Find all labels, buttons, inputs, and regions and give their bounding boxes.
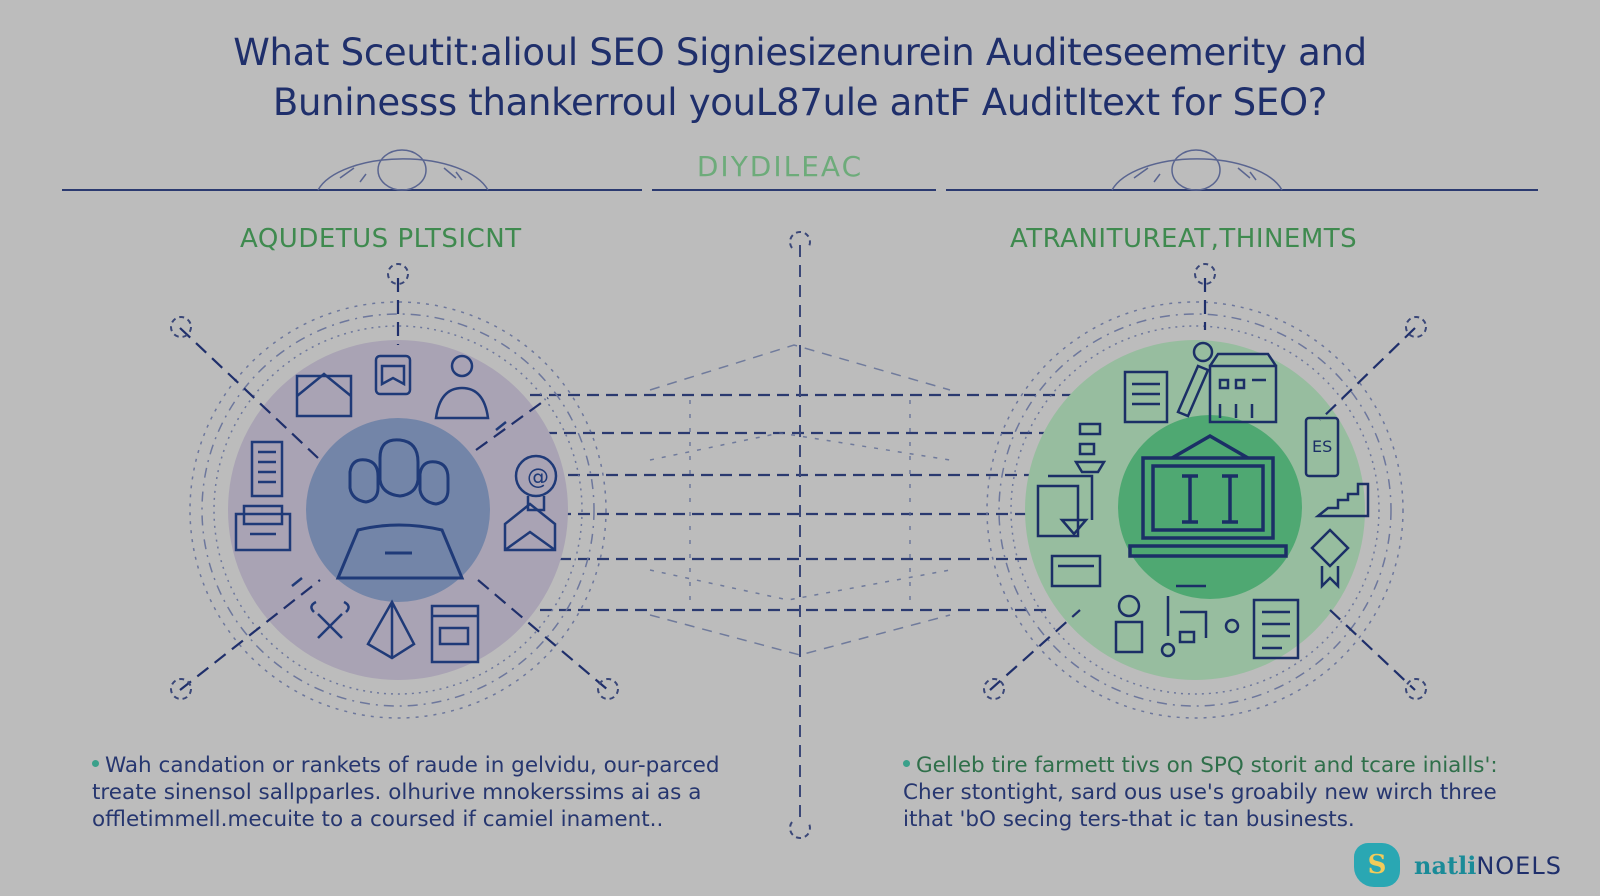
printer-icon	[234, 504, 292, 552]
bullet-dot-icon	[92, 759, 99, 767]
connector-lines	[530, 393, 1075, 612]
right-bullet-line-3: ithat 'bO secing ters-that ic tan busine…	[903, 807, 1355, 832]
infographic-title: What Sceutit:alioul SEO Signiesizenurein…	[0, 28, 1600, 128]
right-inner-circle	[1118, 415, 1302, 599]
browser-window-icon	[430, 604, 480, 664]
title-line-2: Buninesss thankerroul youL87ule antF Aud…	[272, 81, 1328, 124]
person-icon	[434, 354, 490, 420]
link-icon	[291, 421, 507, 587]
left-bullet-text: Wah candation or rankets of raude in gel…	[92, 752, 732, 833]
person-pin-icon	[1114, 594, 1144, 654]
center-label: DIYDILEAC	[696, 150, 864, 183]
sofa-icon	[1050, 554, 1102, 588]
right-bullet-text: Gelleb tire farmett tivs on SPQ storit a…	[903, 752, 1503, 833]
documents-icon	[1123, 370, 1169, 424]
phone-icon: ES	[1304, 416, 1340, 478]
left-cluster: @	[170, 263, 619, 719]
left-bullet-line-2: treate sinensol sallpparles. olhurive mn…	[92, 780, 702, 805]
dome-ornament-left-icon	[317, 149, 489, 191]
center-axis	[789, 231, 811, 839]
title-line-1: What Sceutit:alioul SEO Signiesizenurein…	[233, 31, 1367, 74]
center-hexagon-outline	[649, 344, 951, 656]
svg-text:@: @	[527, 465, 549, 490]
dome-ornament-right-icon	[1111, 149, 1283, 191]
book-shield-icon	[374, 354, 412, 396]
logo-text-a: natli	[1414, 850, 1477, 880]
logo-wordmark: natliNOELS	[1414, 851, 1562, 880]
circuit-icon	[1160, 584, 1240, 658]
logo-badge-icon: S	[1354, 843, 1400, 887]
folders-icon	[1036, 474, 1094, 538]
right-cluster: ES	[983, 263, 1427, 719]
bank-laptop-icon	[1128, 433, 1288, 558]
team-icon	[335, 438, 465, 580]
file-icon	[1252, 598, 1300, 660]
right-bullet-line-1: Gelleb tire farmett tivs on SPQ storit a…	[916, 753, 1498, 778]
svg-text:ES: ES	[1312, 437, 1332, 456]
left-inner-circle	[306, 418, 490, 602]
pyramid-icon	[366, 599, 416, 660]
left-bullet-line-1: Wah candation or rankets of raude in gel…	[105, 753, 720, 778]
brand-logo: S natliNOELS	[1354, 843, 1562, 887]
logo-text-b: NOELS	[1476, 851, 1562, 880]
flowchart-icon	[1073, 422, 1107, 474]
right-section-heading: ATRANITUREAT,THINEMTS	[1010, 224, 1358, 254]
left-section-heading: AQUDETUS PLTSICNT	[240, 224, 522, 254]
lightbulb-at-icon: @	[514, 454, 558, 512]
right-bullet-line-2: Cher stontight, sard ous use's groabily …	[903, 780, 1497, 805]
award-badge-icon	[1310, 528, 1350, 590]
bar-chart-icon	[1314, 482, 1370, 518]
open-envelope-icon	[503, 502, 557, 552]
document-icon	[250, 440, 284, 498]
pen-icon	[1176, 341, 1214, 418]
left-bullet-line-3: offletimmell.mecuite to a coursed if cam…	[92, 807, 664, 832]
envelope-icon	[295, 372, 353, 418]
bullet-dot-icon	[903, 759, 910, 767]
tools-icon	[310, 600, 350, 639]
building-icon	[1208, 352, 1278, 424]
